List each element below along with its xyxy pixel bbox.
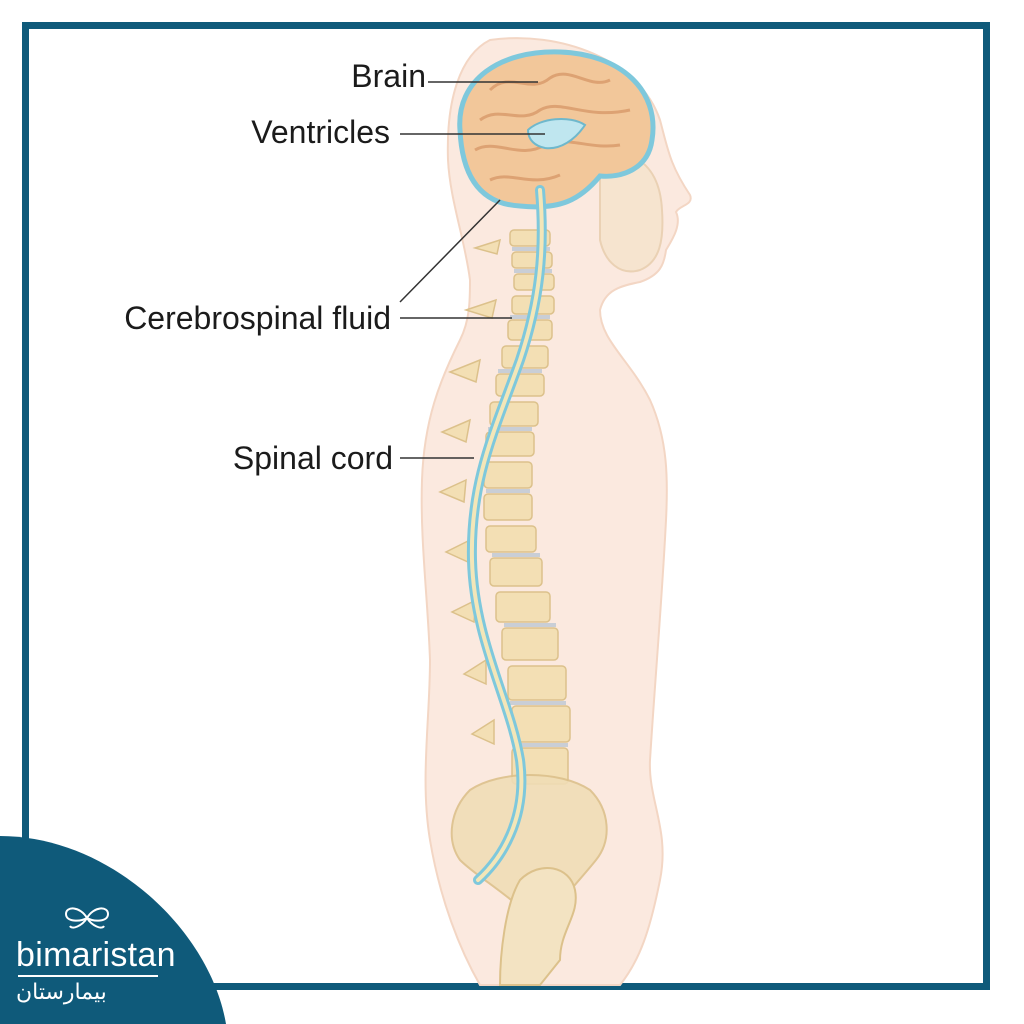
brand-divider <box>18 975 158 977</box>
diagram-frame <box>22 22 990 990</box>
femur <box>498 866 577 986</box>
label-brain: Brain <box>351 58 426 94</box>
brand-name-arabic: بيمارستان <box>16 980 107 1005</box>
spinal-cord-core <box>469 188 544 882</box>
label-spinal-cord: Spinal cord <box>232 440 393 476</box>
label-cerebrospinal-fluid: Cerebrospinal fluid <box>124 300 391 336</box>
ventricles-shape <box>526 118 587 150</box>
brand-name: bimaristan <box>16 936 176 974</box>
butterfly-icon <box>64 907 110 929</box>
label-ventricles: Ventricles <box>251 114 390 150</box>
body-silhouette <box>420 37 692 986</box>
csf-leader-a <box>399 199 501 303</box>
